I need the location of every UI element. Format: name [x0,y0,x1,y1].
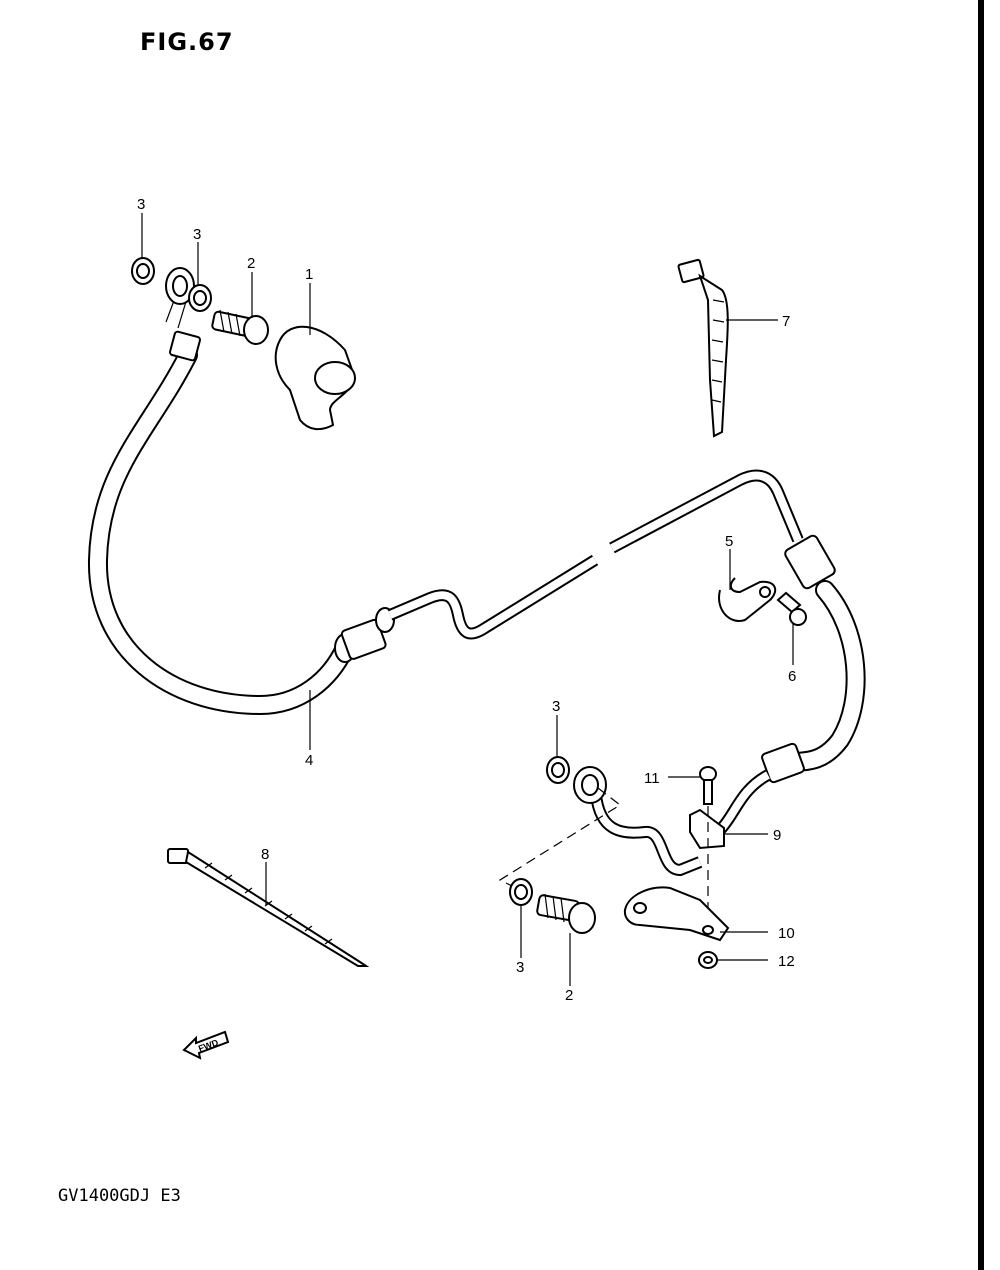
part-9-pipe-clamp [689,808,725,850]
part-3-washers-top [131,257,212,312]
callout-10: 10 [778,925,795,942]
part-5-clamp [718,577,777,622]
callout-9: 9 [773,827,781,844]
callout-11: 11 [644,770,660,787]
part-6-bolt [776,591,807,626]
callout-3-bottom: 3 [516,959,524,976]
part-11-bolt [699,766,717,930]
brake-hose-left [87,267,355,715]
part-8-cable-tie [167,848,370,967]
callout-3-top-right: 3 [193,226,201,243]
callout-3-mid: 3 [552,698,560,715]
part-12-nut [698,951,718,969]
model-code: GV1400GDJ E3 [58,1186,181,1206]
callout-2-bottom: 2 [565,987,573,1004]
forward-direction-arrow: FWD [182,1030,230,1060]
callout-8: 8 [261,846,269,863]
leader-lines [141,213,794,986]
callout-2-top: 2 [247,255,255,272]
brake-pipe-lower [498,766,703,891]
callout-6: 6 [788,668,796,685]
part-2-banjo-bolt-top [211,309,269,345]
direction-label: FWD [197,1037,220,1054]
callout-labels: 1 2 3 3 4 5 6 7 3 11 9 8 10 12 3 2 [137,196,796,1004]
hose-joint-fitting [334,607,395,663]
part-2-banjo-bolt-lower [536,893,596,934]
part-7-cable-tie [677,258,729,438]
callout-5: 5 [725,533,733,550]
callout-4: 4 [305,752,313,769]
callout-1: 1 [305,266,313,283]
callout-3-top-left: 3 [137,196,145,213]
callout-7: 7 [782,313,790,330]
part-10-bracket [623,886,730,942]
brake-hose-right [715,534,866,835]
part-3-washers-lower [509,756,570,906]
callout-12: 12 [778,953,795,970]
page-border-right [978,0,984,1270]
part-1-cap [274,325,357,431]
brake-pipe-middle [387,469,804,640]
figure-title: FIG.67 [140,28,234,56]
